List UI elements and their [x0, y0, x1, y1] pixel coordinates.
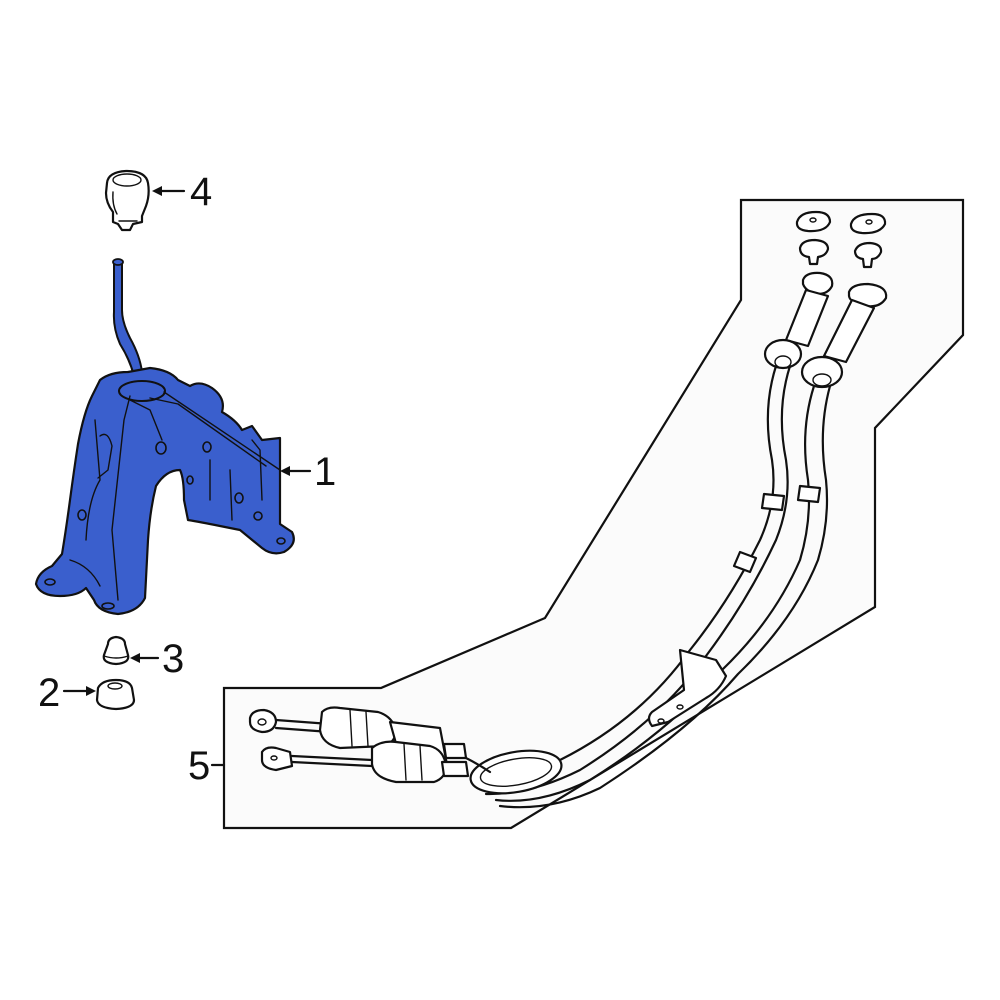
callout-1: 1	[280, 450, 336, 494]
callout-2: 2	[38, 671, 96, 715]
arrow-icon	[280, 466, 290, 476]
arrow-icon	[130, 653, 140, 663]
bushing-insert-part[interactable]	[102, 635, 130, 666]
callout-number-1: 1	[314, 450, 336, 494]
callout-4: 4	[152, 170, 212, 214]
callout-number-3: 3	[162, 637, 184, 681]
shifter-assembly-part[interactable]	[34, 258, 295, 616]
callout-5: 5	[188, 744, 226, 788]
callout-number-4: 4	[190, 170, 212, 214]
shift-knob-part[interactable]	[104, 169, 150, 232]
callout-number-2: 2	[38, 671, 60, 715]
callout-3: 3	[130, 637, 184, 681]
bushing-part[interactable]	[95, 678, 136, 711]
shift-cables-part[interactable]	[248, 210, 888, 809]
arrow-icon	[86, 686, 96, 696]
arrow-icon	[152, 186, 162, 196]
callout-number-5: 5	[188, 744, 210, 788]
